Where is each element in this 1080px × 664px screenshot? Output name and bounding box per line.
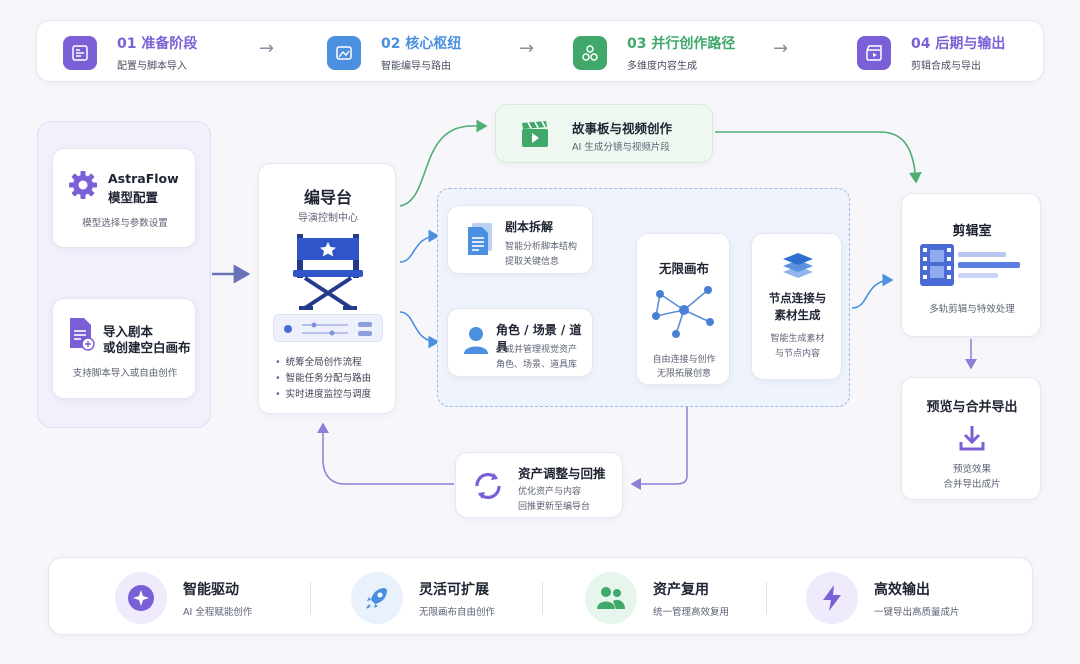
sparkle-icon <box>115 572 167 624</box>
lightning-icon <box>806 572 858 624</box>
feature-bar: 智能驱动 AI 全程赋能创作 灵活可扩展 无限画布自由创作 资产复用 统一管理高… <box>48 557 1033 635</box>
edit-subtitle: 多轨剪辑与特效处理 <box>929 304 1015 315</box>
rocket-icon <box>351 572 403 624</box>
divider <box>766 582 767 614</box>
document-add-icon <box>67 317 95 355</box>
feature-asset-reuse: 资产复用 统一管理高效复用 <box>585 572 729 624</box>
script-title: 剧本拆解 <box>505 220 554 234</box>
stage-title: 01 准备阶段 <box>117 36 198 52</box>
download-icon <box>958 424 986 456</box>
stage-bar: 01 准备阶段 配置与脚本导入 → 02 核心枢纽 智能编导与路由 → 03 并… <box>36 20 1044 82</box>
director-bullet: 统筹全局创作流程 <box>275 355 371 371</box>
user-icon <box>462 325 490 359</box>
model-config-card[interactable]: AstraFlow 模型配置 模型选择与参数设置 <box>52 148 196 248</box>
stage-subtitle: 配置与脚本导入 <box>117 61 187 72</box>
refresh-cycle-icon <box>470 468 506 508</box>
feature-smart-drive: 智能驱动 AI 全程赋能创作 <box>115 572 252 624</box>
script-breakdown-card[interactable]: 剧本拆解 智能分析脚本结构 提取关键信息 <box>447 205 593 274</box>
stage-subtitle: 智能编导与路由 <box>381 61 451 72</box>
model-config-title-1: AstraFlow <box>108 171 179 186</box>
divider <box>542 582 543 614</box>
feature-title: 高效输出 <box>874 581 930 598</box>
feature-title: 资产复用 <box>653 581 709 598</box>
nodegen-title-2: 素材生成 <box>774 308 821 322</box>
stage-title: 04 后期与输出 <box>911 36 1006 52</box>
feature-subtitle: 一键导出高质量成片 <box>874 606 960 618</box>
role-line-2: 角色、场景、道具库 <box>496 360 578 370</box>
feature-efficient-output: 高效输出 一键导出高质量成片 <box>806 572 960 624</box>
canvas-title: 无限画布 <box>658 261 709 276</box>
director-console-card[interactable]: 编导台 导演控制中心 统筹全局创作流程 智能任务分配与路由 实时进度监控与调度 <box>258 163 396 414</box>
stage-subtitle: 剪辑合成与导出 <box>911 61 981 72</box>
arrow-right-icon: → <box>519 38 535 59</box>
model-config-subtitle: 模型选择与参数设置 <box>82 218 168 229</box>
divider <box>310 582 311 614</box>
stage-parallel: 03 并行创作路径 多维度内容生成 <box>573 33 735 72</box>
stage-post: 04 后期与输出 剪辑合成与导出 <box>857 33 1005 72</box>
asset-line-1: 优化资产与内容 <box>518 487 582 497</box>
edit-title: 剪辑室 <box>952 224 992 239</box>
story-subtitle: AI 生成分镜与视频片段 <box>572 142 670 153</box>
branch-circles-icon <box>573 35 607 70</box>
feature-subtitle: 统一管理高效复用 <box>653 606 730 618</box>
role-scene-prop-card[interactable]: 角色 / 场景 / 道具 生成并管理视觉资产 角色、场景、道具库 <box>447 308 593 377</box>
stage-subtitle: 多维度内容生成 <box>627 61 697 72</box>
config-panel-icon <box>63 35 97 70</box>
nodegen-line-1: 智能生成素材 <box>770 334 825 344</box>
node-asset-gen-card[interactable]: 节点连接与 素材生成 智能生成素材 与节点内容 <box>751 233 842 380</box>
arrow-right-icon: → <box>773 38 789 59</box>
feature-title: 灵活可扩展 <box>419 581 489 598</box>
stage-core-hub: 02 核心枢纽 智能编导与路由 <box>327 33 461 72</box>
arrow-right-icon: → <box>259 38 275 59</box>
import-script-card[interactable]: 导入剧本 或创建空白画布 支持脚本导入或自由创作 <box>52 298 196 399</box>
director-subtitle: 导演控制中心 <box>298 213 358 224</box>
feature-subtitle: AI 全程赋能创作 <box>183 606 253 618</box>
image-frame-icon <box>327 35 361 70</box>
preview-line-1: 预览效果 <box>952 464 991 475</box>
canvas-line-2: 无限拓展创意 <box>656 369 711 379</box>
director-bullet-list: 统筹全局创作流程 智能任务分配与路由 实时进度监控与调度 <box>275 355 372 403</box>
feature-flexible: 灵活可扩展 无限画布自由创作 <box>351 572 495 624</box>
script-line-1: 智能分析脚本结构 <box>505 242 578 252</box>
asset-line-2: 回推更新至编导台 <box>518 502 591 512</box>
layers-icon <box>781 250 815 286</box>
canvas-line-1: 自由连接与创作 <box>652 355 716 365</box>
preview-line-2: 合并导出成片 <box>943 479 1001 490</box>
import-subtitle: 支持脚本导入或自由创作 <box>72 368 178 379</box>
storyboard-video-card[interactable]: 故事板与视频创作 AI 生成分镜与视频片段 <box>495 104 713 163</box>
stage-title: 03 并行创作路径 <box>627 36 736 52</box>
director-chair-icon <box>287 230 369 316</box>
users-icon <box>585 572 637 624</box>
director-bullet: 实时进度监控与调度 <box>275 387 372 403</box>
infinite-canvas-card[interactable]: 无限画布 自由连接与创作 无限拓展创意 <box>636 233 730 385</box>
video-clapper-icon <box>520 119 550 153</box>
director-bullet: 智能任务分配与路由 <box>275 371 372 387</box>
clapperboard-icon <box>857 35 891 70</box>
stage-prepare: 01 准备阶段 配置与脚本导入 <box>63 33 197 72</box>
role-title: 角色 / 场景 / 道具 <box>496 323 582 354</box>
asset-title: 资产调整与回推 <box>518 466 606 481</box>
role-line-1: 生成并管理视觉资产 <box>496 345 578 355</box>
stage-title: 02 核心枢纽 <box>381 36 462 52</box>
nodegen-title-1: 节点连接与 <box>768 291 827 305</box>
document-lines-icon <box>466 222 494 260</box>
model-config-title-2: 模型配置 <box>108 190 159 205</box>
gear-icon <box>67 169 99 205</box>
edit-room-card[interactable]: 剪辑室 多轨剪辑与特效处理 <box>901 193 1041 337</box>
import-title-2: 或创建空白画布 <box>103 340 191 355</box>
director-title: 编导台 <box>303 188 352 207</box>
film-timeline-icon <box>920 244 1024 290</box>
feature-title: 智能驱动 <box>183 581 239 598</box>
asset-adjust-card[interactable]: 资产调整与回推 优化资产与内容 回推更新至编导台 <box>455 452 623 518</box>
control-panel-icon <box>273 314 383 342</box>
script-line-2: 提取关键信息 <box>505 257 560 267</box>
preview-export-card[interactable]: 预览与合并导出 预览效果 合并导出成片 <box>901 377 1041 500</box>
feature-subtitle: 无限画布自由创作 <box>419 606 496 618</box>
node-network-icon <box>650 282 718 344</box>
nodegen-line-2: 与节点内容 <box>774 349 820 359</box>
story-title: 故事板与视频创作 <box>572 121 673 136</box>
import-title-1: 导入剧本 <box>103 324 154 339</box>
preview-title: 预览与合并导出 <box>926 400 1018 415</box>
